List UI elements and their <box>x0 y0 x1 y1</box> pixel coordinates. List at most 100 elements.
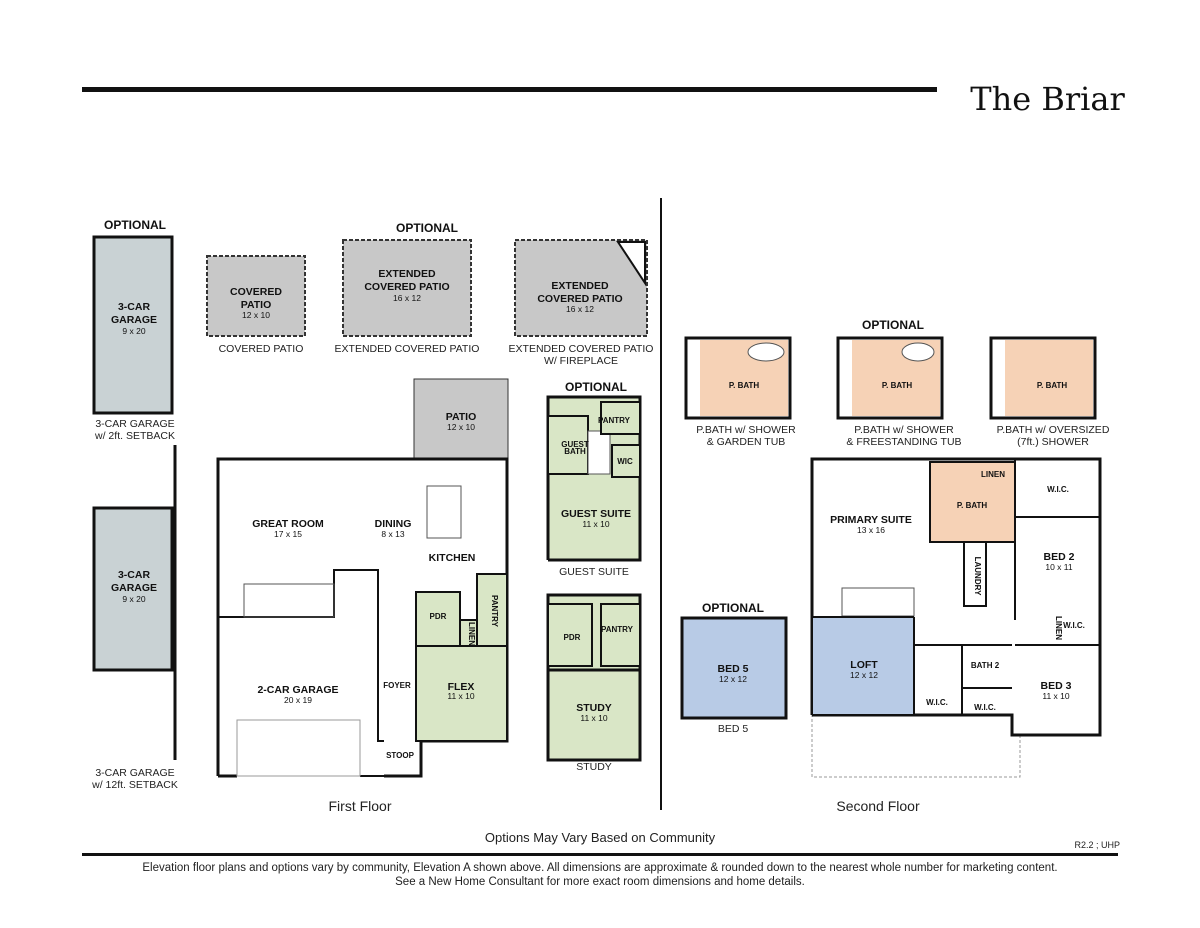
svg-text:12 x 12: 12 x 12 <box>850 670 878 680</box>
svg-text:GUEST: GUEST <box>561 440 589 449</box>
svg-text:2-CAR GARAGE: 2-CAR GARAGE <box>257 684 338 696</box>
caption-guest-suite: GUEST SUITE <box>559 566 629 578</box>
svg-text:W.I.C.: W.I.C. <box>1047 485 1069 494</box>
guest-suite-option: GUEST BATH PANTRY WIC GUEST SUITE 11 x 1… <box>546 395 642 562</box>
svg-text:12 x 10: 12 x 10 <box>242 310 270 320</box>
bottom-rule <box>82 853 1118 856</box>
caption-pbath-garden: P.BATH w/ SHOWER & GARDEN TUB <box>696 424 796 448</box>
svg-text:COVERED PATIO: COVERED PATIO <box>537 293 622 305</box>
svg-text:COVERED: COVERED <box>230 286 282 298</box>
caption-extended-covered-patio-fireplace: EXTENDED COVERED PATIO W/ FIREPLACE <box>508 343 654 367</box>
svg-text:BATH: BATH <box>564 447 586 456</box>
svg-text:PDR: PDR <box>564 633 581 642</box>
pbath-option-oversized-shower: P. BATH <box>989 336 1097 420</box>
svg-text:BED 3: BED 3 <box>1041 680 1072 692</box>
first-floor-plan: PATIO 12 x 10 GREAT ROOM 17 x 15 DINING … <box>216 378 509 778</box>
svg-text:13 x 16: 13 x 16 <box>857 525 885 535</box>
svg-text:COVERED PATIO: COVERED PATIO <box>364 281 449 293</box>
svg-text:9 x 20: 9 x 20 <box>122 594 145 604</box>
optional-label-patio: OPTIONAL <box>396 221 458 235</box>
caption-garage-12ft: 3-CAR GARAGE w/ 12ft. SETBACK <box>92 767 178 791</box>
svg-text:GREAT ROOM: GREAT ROOM <box>252 518 324 530</box>
bed5-option: BED 5 12 x 12 <box>680 616 788 720</box>
svg-text:DINING: DINING <box>375 518 412 530</box>
options-note: Options May Vary Based on Community <box>484 830 716 845</box>
svg-text:PANTRY: PANTRY <box>598 416 631 425</box>
disclaimer: Elevation floor plans and options vary b… <box>60 861 1140 889</box>
covered-patio-option: COVERED PATIO 12 x 10 <box>206 255 306 337</box>
svg-text:P. BATH: P. BATH <box>882 381 913 390</box>
svg-text:PANTRY: PANTRY <box>601 625 634 634</box>
svg-text:3-CAR: 3-CAR <box>118 569 151 581</box>
svg-text:WIC: WIC <box>617 457 633 466</box>
garage3-top-name: 3-CAR <box>118 301 151 313</box>
svg-text:PDR: PDR <box>430 612 447 621</box>
optional-label-bed5: OPTIONAL <box>702 601 764 615</box>
svg-text:LAUNDRY: LAUNDRY <box>973 557 982 596</box>
svg-text:GARAGE: GARAGE <box>111 582 157 594</box>
svg-text:W.I.C.: W.I.C. <box>1063 621 1085 630</box>
optional-label-garage: OPTIONAL <box>104 218 166 232</box>
svg-text:STUDY: STUDY <box>576 702 612 714</box>
caption-pbath-oversized: P.BATH w/ OVERSIZED (7ft.) SHOWER <box>996 424 1110 448</box>
floor-plan-drawing: 3-CAR GARAGE 9 x 20 3-CAR GARAGE 9 x 20 … <box>92 235 1102 778</box>
svg-text:STOOP: STOOP <box>386 751 415 760</box>
svg-text:BED 2: BED 2 <box>1044 551 1075 563</box>
svg-text:KITCHEN: KITCHEN <box>429 552 476 564</box>
svg-text:10 x 11: 10 x 11 <box>1045 562 1073 572</box>
floor-divider <box>660 198 662 810</box>
svg-text:FLEX: FLEX <box>448 681 475 693</box>
disclaimer-line-1: Elevation floor plans and options vary b… <box>142 862 1058 874</box>
svg-text:BED 5: BED 5 <box>718 663 749 675</box>
svg-text:11 x 10: 11 x 10 <box>582 519 610 529</box>
svg-text:LINEN: LINEN <box>1054 616 1063 640</box>
svg-text:FOYER: FOYER <box>383 681 411 690</box>
svg-text:EXTENDED: EXTENDED <box>551 280 609 292</box>
svg-text:PATIO: PATIO <box>241 299 272 311</box>
disclaimer-line-2: See a New Home Consultant for more exact… <box>395 876 805 888</box>
svg-text:GUEST SUITE: GUEST SUITE <box>561 508 631 520</box>
svg-text:LINEN: LINEN <box>467 622 476 646</box>
svg-text:12 x 10: 12 x 10 <box>447 422 475 432</box>
svg-text:11 x 10: 11 x 10 <box>1042 691 1070 701</box>
svg-text:8 x 13: 8 x 13 <box>381 529 404 539</box>
svg-text:GARAGE: GARAGE <box>111 314 157 326</box>
svg-text:20 x 19: 20 x 19 <box>284 695 312 705</box>
svg-text:LINEN: LINEN <box>981 470 1005 479</box>
pbath-option-freestanding-tub: P. BATH <box>836 336 944 420</box>
second-floor-label: Second Floor <box>836 798 920 814</box>
caption-bed5: BED 5 <box>717 723 749 735</box>
optional-label-guest: OPTIONAL <box>565 380 627 394</box>
svg-text:PANTRY: PANTRY <box>490 595 499 628</box>
caption-pbath-freestanding: P.BATH w/ SHOWER & FREESTANDING TUB <box>846 424 962 448</box>
caption-covered-patio: COVERED PATIO <box>218 343 304 355</box>
svg-text:P. BATH: P. BATH <box>729 381 760 390</box>
svg-text:12 x 12: 12 x 12 <box>719 674 747 684</box>
second-floor-plan: PRIMARY SUITE 13 x 16 W.I.C. LINEN P. BA… <box>810 457 1102 778</box>
svg-text:PATIO: PATIO <box>446 411 477 423</box>
caption-extended-covered-patio: EXTENDED COVERED PATIO <box>334 343 480 355</box>
first-floor-label: First Floor <box>328 798 392 814</box>
svg-text:9 x 20: 9 x 20 <box>122 326 145 336</box>
svg-text:LOFT: LOFT <box>850 659 878 671</box>
svg-text:11 x 10: 11 x 10 <box>580 713 608 723</box>
optional-3car-garage-2ft: 3-CAR GARAGE 9 x 20 <box>92 235 174 415</box>
svg-text:W.I.C.: W.I.C. <box>974 703 996 712</box>
plan-title: The Briar <box>970 80 1125 118</box>
svg-text:PRIMARY SUITE: PRIMARY SUITE <box>830 514 912 526</box>
svg-text:EXTENDED: EXTENDED <box>378 268 436 280</box>
svg-text:BATH 2: BATH 2 <box>971 661 1000 670</box>
svg-text:16 x 12: 16 x 12 <box>393 293 421 303</box>
pbath-option-garden-tub: P. BATH <box>684 336 792 420</box>
svg-text:17 x 15: 17 x 15 <box>274 529 302 539</box>
svg-text:11 x 10: 11 x 10 <box>447 691 475 701</box>
svg-text:W.I.C.: W.I.C. <box>926 698 948 707</box>
extended-covered-patio-fireplace-option: EXTENDED COVERED PATIO 16 x 12 <box>514 239 648 337</box>
optional-3car-garage-12ft: 3-CAR GARAGE 9 x 20 <box>92 445 177 760</box>
svg-text:P. BATH: P. BATH <box>1037 381 1068 390</box>
svg-text:16 x 12: 16 x 12 <box>566 304 594 314</box>
study-option: PDR PANTRY STUDY 11 x 10 <box>546 593 642 762</box>
svg-text:P. BATH: P. BATH <box>957 501 988 510</box>
top-rule <box>82 87 937 92</box>
caption-garage-2ft: 3-CAR GARAGE w/ 2ft. SETBACK <box>95 418 175 442</box>
